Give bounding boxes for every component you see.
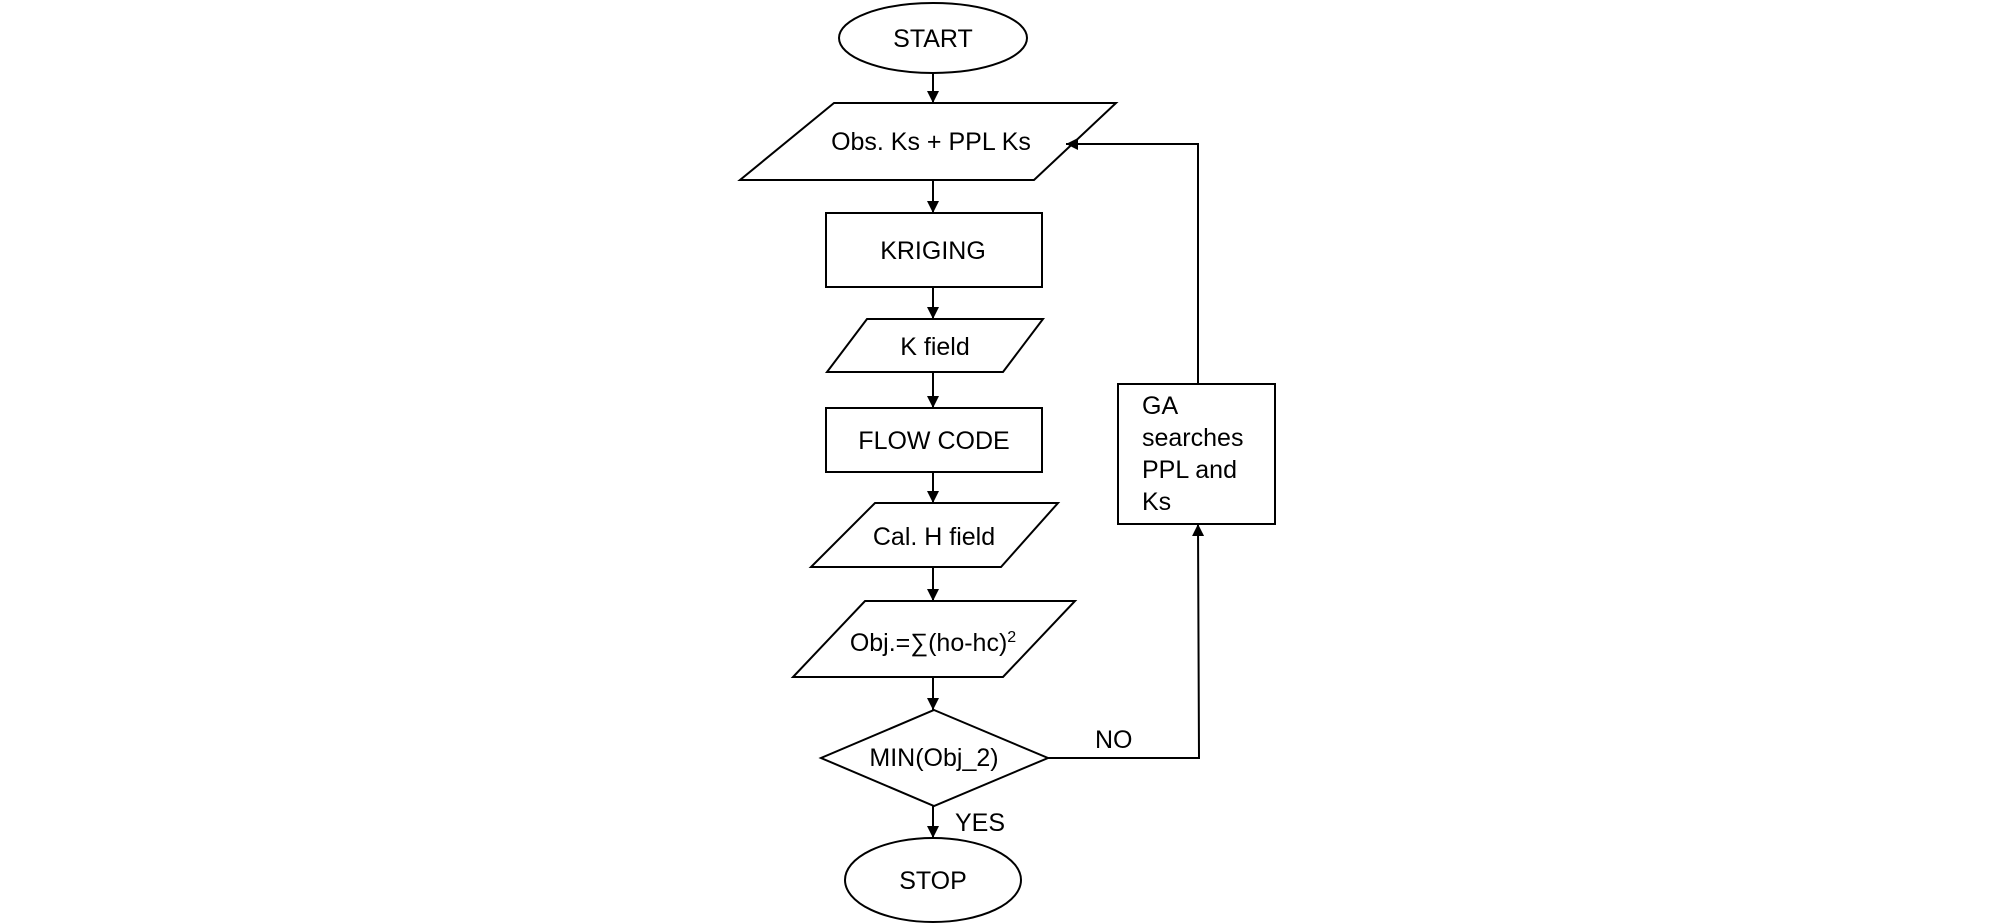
objective-label: Obj.=∑(ho-hc)2 (850, 629, 1016, 657)
kfield-label: K field (900, 333, 969, 361)
hfield-node: Cal. H field (808, 502, 1061, 568)
objective-exponent: 2 (1007, 629, 1016, 646)
hfield-label: Cal. H field (873, 523, 995, 551)
ga-label: GA searches PPL and Ks (1142, 392, 1250, 516)
kfield-node: K field (824, 318, 1046, 373)
decision-label: MIN(Obj_2) (869, 744, 998, 772)
decision-node: MIN(Obj_2) (818, 708, 1051, 808)
ga-node: GA searches PPL and Ks (1117, 383, 1276, 525)
kriging-label: KRIGING (880, 237, 986, 265)
ga-line-1: GA (1142, 392, 1178, 420)
input-node: Obs. Ks + PPL Ks (737, 102, 1119, 181)
kriging-node: KRIGING (825, 212, 1043, 288)
ga-line-3: PPL and (1142, 456, 1237, 484)
yes-label: YES (955, 809, 1005, 837)
input-label: Obs. Ks + PPL Ks (831, 128, 1031, 156)
stop-node: STOP (844, 837, 1022, 923)
ga-line-2: searches (1142, 424, 1243, 452)
objective-node: Obj.=∑(ho-hc)2 (790, 600, 1078, 678)
arrow-decision-to-ga (1048, 523, 1205, 759)
objective-text: Obj.=∑(ho-hc) (850, 629, 1007, 657)
start-node: START (838, 2, 1028, 74)
flowcode-node: FLOW CODE (825, 407, 1043, 473)
flowcode-label: FLOW CODE (858, 427, 1009, 455)
stop-label: STOP (899, 867, 967, 895)
arrow-ga-to-input (1066, 138, 1199, 384)
no-label: NO (1095, 726, 1133, 754)
start-label: START (893, 25, 973, 53)
ga-line-4: Ks (1142, 488, 1171, 516)
